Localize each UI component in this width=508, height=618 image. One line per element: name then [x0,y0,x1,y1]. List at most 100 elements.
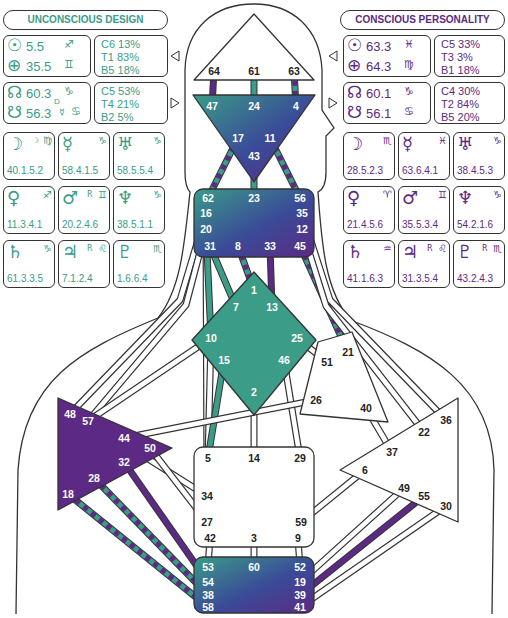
astro-symbol: ♑ [153,136,162,146]
g-center: 1137102515462 [191,270,317,417]
astro-symbol: ♀ [347,189,360,207]
gate-number: 7 [233,302,239,313]
channel-stroke [300,506,446,607]
astro-symbol: ♑ [404,86,414,97]
gate-value: 54.2.1.6 [457,220,493,230]
channel-stroke [94,478,208,595]
variable-text: B5 20% [441,112,480,123]
astro-symbol: ♐ [43,190,52,200]
astro-symbol: R [427,245,433,253]
pointer-triangle [329,98,337,108]
gate-number: 28 [88,473,100,484]
gate-number: 54 [202,577,214,588]
gate-number: 16 [200,208,212,219]
variable-text: B5 18% [101,65,140,76]
planet-box: ♄♒41.1.6.3 [343,240,395,288]
channel-stroke [300,496,424,595]
planet-box: ♂♊35.5.3.4 [398,186,450,234]
planet-box: ♄♑61.3.3.5 [3,240,55,288]
gate-number: 41 [294,602,306,613]
pointer-triangle [329,51,337,61]
gate-value: 20.2.4.6 [62,220,98,230]
channel-stroke [94,478,208,595]
column-header: UNCONSCIOUS DESIGN [3,10,168,30]
astro-symbol: ♒ [383,244,392,254]
astro-symbol: ☋ [7,104,22,121]
planet-box: ♀♈21.4.5.6 [343,186,395,234]
astro-symbol: ♓ [438,136,447,146]
gate-value: 31.3.5.4 [402,274,438,284]
gate-number: 15 [218,355,230,366]
astro-symbol: ♆ [117,189,133,207]
pointer-triangle [171,98,179,108]
channel-line [300,496,424,595]
astro-symbol: ⊕ [347,57,361,74]
sacral-center: 514293427594239 [193,446,315,548]
gate-value: 40.1.5.2 [7,166,43,176]
center-outline [194,189,314,257]
gate-number: 50 [144,443,156,454]
gate-number: 58 [202,602,214,613]
astro-symbol: R [87,245,93,253]
gate-number: 10 [205,333,217,344]
gate-number: 24 [248,101,260,112]
gate-number: 19 [294,577,306,588]
channel-stroke [68,494,208,607]
variable-text: B2 5% [101,112,133,123]
gate-number: 35 [296,208,308,219]
center-outline [58,398,172,510]
astro-symbol: ♑ [153,190,162,200]
center-outline [300,332,388,422]
planet-box: ♀♐11.3.4.1 [3,186,55,234]
gate-value: 60.3 [26,87,51,100]
astro-symbol: ♅ [117,135,133,153]
gate-number: 63 [288,66,300,77]
gate-number: 52 [294,562,306,573]
astro-symbol: ♑ [493,190,502,200]
gate-value: 58.5.5.4 [117,166,153,176]
gate-value: 61.3.3.5 [7,274,43,284]
astro-symbol: ☽ [32,137,39,145]
astro-symbol: ♌ [438,244,447,254]
gate-number: 27 [201,517,213,528]
astro-symbol: ☽ [347,135,363,153]
gate-value: 60.1 [366,87,391,100]
channel-stroke [68,494,208,607]
gate-number: 30 [440,501,452,512]
gate-value: D [54,98,60,106]
astro-symbol: ☿ [59,108,65,117]
variable-text: C4 30% [441,86,480,97]
variable-text: T4 21% [101,99,139,110]
astro-symbol: ♊ [98,190,107,200]
variable-text: T1 83% [101,52,139,63]
gate-number: 6 [362,465,368,476]
ego-center: 51212640 [298,330,390,424]
gate-value: 5.5 [26,40,44,53]
gate-value: 21.4.5.6 [347,220,383,230]
astro-symbol: ♄ [7,243,23,261]
gate-number: 18 [62,489,74,500]
gate-number: 46 [278,355,290,366]
head-center: 646163 [192,12,316,82]
gate-value: 38.5.1.1 [117,220,153,230]
astro-symbol: ♍ [404,59,414,70]
planet-box: ♇♏1.6.6.4 [113,240,165,288]
astro-symbol: ♊ [64,59,74,70]
astro-symbol: ⊕ [7,57,21,74]
center-outline [194,557,314,613]
astro-symbol: ♏ [493,244,502,254]
gate-number: 64 [208,66,220,77]
gate-number: 12 [296,224,308,235]
gate-number: 37 [386,447,398,458]
variable-text: C5 53% [101,86,140,97]
gate-number: 20 [200,224,212,235]
astro-symbol: ♊ [438,190,447,200]
column-header: CONSCIOUS PERSONALITY [340,10,505,30]
gate-number: 48 [64,409,76,420]
astro-symbol: R [482,245,488,253]
center-outline [192,272,316,415]
gate-value: 38.4.5.3 [457,166,493,176]
header-text: UNCONSCIOUS DESIGN [27,15,143,25]
activation-box: ☊60.3♑D☋56.3☿♋ [3,82,91,124]
gate-number: 14 [248,453,260,464]
